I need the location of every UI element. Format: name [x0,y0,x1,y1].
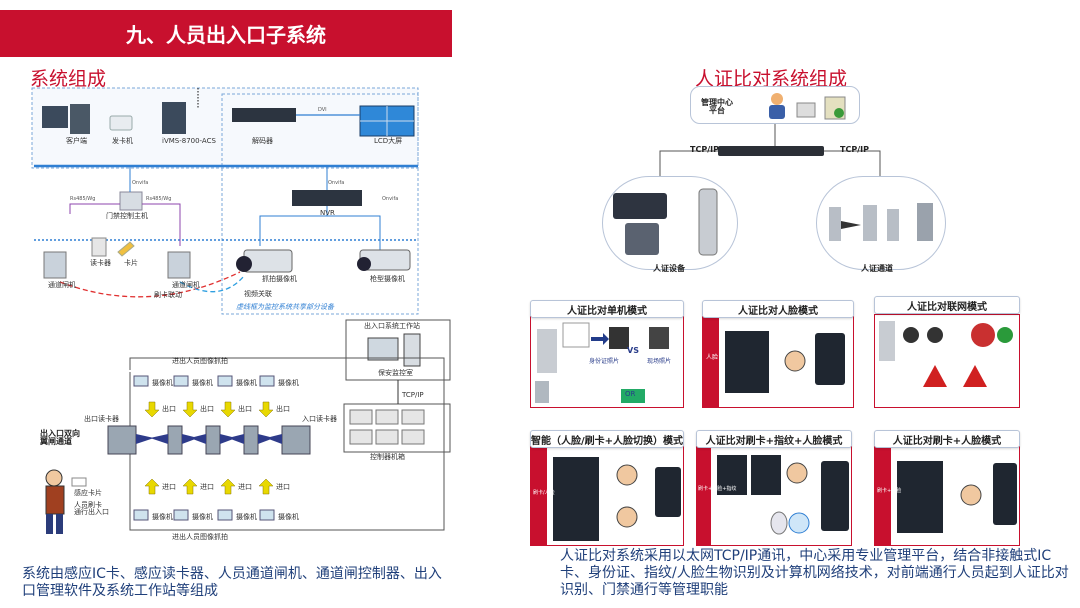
onvif-tag-3: Onvifa [382,196,399,202]
exit-label-1: 出口 [162,405,176,413]
exit-label-3: 出口 [238,405,252,413]
person-swipe-note: 人员刷卡 通行出入口 [74,501,109,516]
right-caption: 人证比对系统采用以太网TCP/IP通讯，中心采用专业管理平台，结合非接触式IC卡… [560,548,1069,598]
mode-title-network: 人证比对联网模式 [874,296,1020,314]
camera-label-3: 摄像机 [236,379,257,387]
id-device-ellipse: 人证设备 [602,176,738,273]
mode-face-box: 人脸 [702,316,854,408]
camera-label-5: 摄像机 [152,513,173,521]
entry-label-1: 进口 [162,483,176,491]
camera-label-6: 摄像机 [192,513,213,521]
door-controller-label: 门禁控制主机 [106,212,148,220]
onvif-tag-2: Onvifa [328,180,345,186]
mode-title-standalone: 人证比对单机模式 [530,300,684,318]
bidirectional-gate-label: 出入口双向 翼闸通道 [40,429,80,446]
video-link-label: 视频关联 [244,290,272,298]
mode-combo-box: 刷卡+人脸+指纹 [696,446,852,546]
mode-network-graphics [879,321,1013,387]
entry-label-3: 进口 [238,483,252,491]
camera-label-1: 摄像机 [152,379,173,387]
side-swipe-label: 刷卡/人脸 [533,490,555,496]
mode-card-face-graphics [875,447,1017,545]
gate-left-label: 通道闸机 [48,281,76,289]
entry-label-4: 进口 [276,483,290,491]
capture-camera-label: 抓拍摄像机 [262,275,297,283]
or-label: OR [625,390,636,398]
slide-title: 九、人员出入口子系统 [126,23,326,47]
tcpip-right-label: TCP/IP [840,145,869,154]
gate-right-label: 通道闸机 [172,281,200,289]
network-topology-lines [659,124,881,176]
management-platform-label: 管理中心 平台 [701,98,733,115]
mode-face-graphics [703,317,845,407]
left-caption: 系统由感应IC卡、感应读卡器、人员通道闸机、通道闸控制器、出入口管理软件及系统工… [22,566,442,599]
card-label: 卡片 [124,259,138,267]
rs485-tag-left: Rs485/Wg [70,196,96,202]
mode-combo-graphics [697,447,849,545]
exit-label-4: 出口 [276,405,290,413]
system-diagram-graphics [31,87,419,315]
exit-reader-label: 出口读卡器 [84,415,119,423]
left-section-title: 系统组成 [30,68,107,90]
entry-reader-label: 入口读卡器 [302,415,337,423]
id-device-label: 人证设备 [653,264,685,273]
mode-card-face-box: 刷卡+人脸 [874,446,1020,546]
mode-title-card-face: 人证比对刷卡+人脸模式 [874,430,1020,448]
gate-layout-diagram: 进出人员图像抓拍 进出人员图像抓拍 出入口系统工作站 保安监控室 TCP/IP … [34,318,454,546]
lcd-label: LCD大屏 [374,137,403,145]
security-room-label: 保安监控室 [378,369,413,377]
card-issuer-label: 发卡机 [112,137,133,145]
id-photo-label: 身份证照片 [589,358,620,365]
capture-top-label: 进出人员图像抓拍 [172,357,228,365]
id-channel-icons [829,203,933,241]
side-face-label: 人脸 [706,354,719,361]
mode-smart-graphics [531,447,681,545]
tcpip-left-label: TCP/IP [690,145,719,154]
side-combo-label: 刷卡+人脸+指纹 [698,486,737,492]
id-channel-label: 人证通道 [861,264,893,273]
mode-standalone-graphics [535,322,669,403]
mode-network-box [874,314,1020,408]
gate-layout-graphics [45,319,451,534]
id-device-icons [613,188,718,256]
system-composition-diagram: 客户端 发卡机 iVMS-8700-ACS 解码器 LCD大屏 DVI Onvi… [30,86,422,318]
mode-standalone-box: VS OR 身份证照片 现场照片 [530,316,684,408]
bullet-camera-label: 枪型摄像机 [370,275,405,283]
slide-title-banner: 九、人员出入口子系统 [0,10,452,57]
dvi-tag: DVI [318,107,327,113]
vs-label: VS [627,346,639,355]
rs485-tag-right: Rs485/Wg [146,196,172,202]
side-card-face-label: 刷卡+人脸 [877,488,902,494]
mode-title-combo: 人证比对刷卡+指纹+人脸模式 [696,430,852,448]
right-section-title: 人证比对系统组成 [695,68,848,90]
shared-device-note: 虚线框为监控系统共享部分设备 [236,303,334,311]
onvif-tag-1: Onvifa [132,180,149,186]
tcpip-label: TCP/IP [402,391,424,399]
id-channel-ellipse: 人证通道 [816,176,946,273]
management-platform-card: 管理中心 平台 [690,86,860,124]
card-person-label: 感应卡片 [74,489,102,497]
capture-bottom-label: 进出人员图像抓拍 [172,533,228,541]
controller-box-label: 控制器机箱 [370,453,405,461]
platform-icons [769,93,846,120]
workstation-label: 出入口系统工作站 [364,322,420,330]
mode-title-face: 人证比对人脸模式 [702,300,854,318]
nvr-label: NVR [320,209,335,217]
camera-label-2: 摄像机 [192,379,213,387]
decoder-label: 解码器 [252,137,273,145]
server-label: iVMS-8700-ACS [162,137,216,145]
entry-label-2: 进口 [200,483,214,491]
reader-label: 读卡器 [90,259,111,267]
live-photo-label: 现场照片 [647,358,672,365]
exit-label-2: 出口 [200,405,214,413]
camera-label-4: 摄像机 [278,379,299,387]
camera-label-7: 摄像机 [236,513,257,521]
camera-label-8: 摄像机 [278,513,299,521]
swipe-link-label: 刷卡联动 [154,291,182,299]
mode-smart-box: 刷卡/人脸 [530,446,684,546]
mode-title-smart: 智能（人脸/刷卡+人脸切换）模式 [530,430,684,448]
client-label: 客户端 [66,137,87,145]
